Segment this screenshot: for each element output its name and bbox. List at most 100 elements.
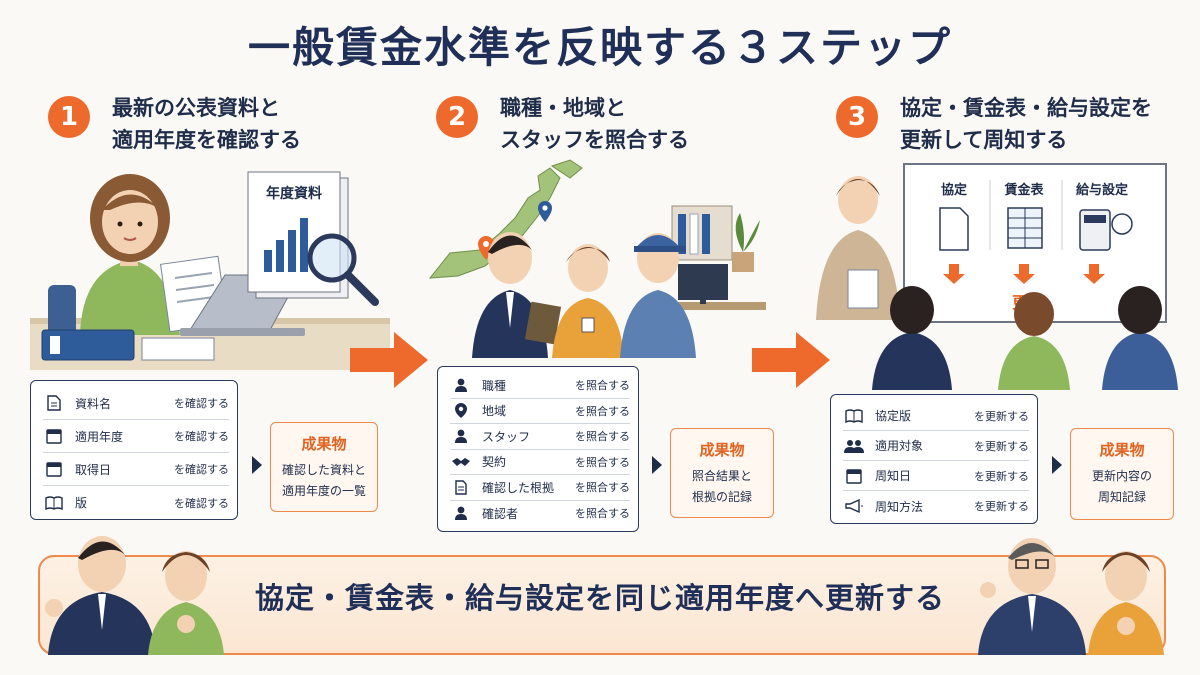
- item-name: 取得日: [75, 462, 112, 477]
- result-title: 成果物: [301, 435, 347, 453]
- arrow-right-icon: [752, 332, 830, 388]
- result-line2: 根拠の記録: [691, 490, 752, 504]
- item-name: 資料名: [75, 396, 112, 411]
- book-icon: [43, 494, 65, 512]
- item-name: 周知方法: [875, 499, 924, 514]
- board-col1: 協定: [941, 182, 967, 198]
- step-2-heading-line2: スタッフを照合する: [500, 128, 689, 152]
- map-pin-icon: [450, 402, 472, 420]
- step-2-illustration: [428, 159, 766, 358]
- item-name: 確認者: [482, 506, 519, 521]
- item-action: を確認する: [174, 397, 229, 410]
- item-action: を照合する: [575, 507, 630, 521]
- page-title: 一般賃金水準を反映する３ステップ: [247, 23, 952, 72]
- item-name: 周知日: [875, 469, 912, 483]
- item-action: を照合する: [575, 430, 630, 444]
- doc-label: 年度資料: [266, 185, 322, 202]
- item-action: を更新する: [974, 500, 1029, 513]
- item-action: を照合する: [575, 404, 630, 418]
- chevron-right-icon: [652, 456, 662, 474]
- item-name: 適用対象: [875, 439, 924, 453]
- step-2-heading: 2 職種・地域と スタッフを照合する: [436, 92, 689, 156]
- result-line1: 確認した資料と: [281, 463, 366, 477]
- banner-people-right: [978, 538, 1164, 655]
- banner-people-left: [45, 536, 224, 655]
- step-1-number: 1: [48, 96, 90, 138]
- list-item: 確認者 を照合する: [450, 501, 630, 527]
- document-icon: [939, 207, 969, 251]
- megaphone-icon: [843, 497, 865, 515]
- list-item: 協定版 を更新する: [843, 401, 1029, 431]
- document-icon: [450, 478, 472, 496]
- result-line1: 照合結果と: [691, 469, 752, 483]
- item-name: 地域: [482, 404, 507, 419]
- list-item: スタッフ を照合する: [450, 424, 630, 450]
- step-2-result: 成果物 照合結果と 根拠の記録: [670, 428, 774, 518]
- list-item: 契約 を照合する: [450, 450, 630, 475]
- step-1-heading-line1: 最新の公表資料と: [112, 96, 280, 120]
- step-2-number: 2: [436, 96, 478, 138]
- step-1-heading-line2: 適用年度を確認する: [112, 128, 301, 152]
- step-3-illustration: 協定 賃金表 給与設定 更新: [816, 163, 1178, 390]
- list-item: 適用対象 を更新する: [843, 431, 1029, 461]
- group-icon: [843, 437, 865, 455]
- item-action: を照合する: [575, 379, 630, 393]
- chevron-right-icon: [1052, 456, 1062, 474]
- list-item: 確認した根拠 を照合する: [450, 475, 630, 501]
- board-col2: 賃金表: [1003, 182, 1044, 198]
- item-name: 協定版: [875, 409, 912, 423]
- item-action: を更新する: [974, 469, 1029, 483]
- calendar-icon: [843, 467, 865, 485]
- handshake-icon: [450, 453, 472, 471]
- result-title: 成果物: [1099, 441, 1145, 459]
- step-2-checklist: 職種 を照合する 地域 を照合する スタッフ を照合する 契約 を照合する 確認…: [437, 366, 639, 532]
- item-name: 契約: [482, 455, 507, 470]
- step-3-result: 成果物 更新内容の 周知記録: [1070, 428, 1174, 520]
- item-action: を更新する: [974, 409, 1029, 423]
- item-name: 適用年度: [75, 429, 124, 444]
- document-icon: [43, 394, 65, 412]
- list-item: 周知方法 を更新する: [843, 491, 1029, 521]
- item-action: を更新する: [974, 439, 1029, 453]
- list-item: 資料名 を確認する: [43, 387, 229, 420]
- person-icon: [450, 504, 472, 522]
- item-action: を確認する: [174, 463, 229, 476]
- step-3-number: 3: [836, 96, 878, 138]
- board-col3: 給与設定: [1076, 182, 1128, 198]
- item-action: を確認する: [174, 430, 229, 443]
- item-name: 版: [75, 496, 88, 510]
- step-3-checklist: 協定版 を更新する 適用対象 を更新する 周知日 を更新する 周知方法 を更新す…: [830, 394, 1038, 524]
- banner-text: 協定・賃金表・給与設定を同じ適用年度へ更新する: [254, 581, 945, 615]
- calendar-icon: [43, 427, 65, 445]
- book-icon: [843, 407, 865, 425]
- step-3-heading-line2: 更新して周知する: [900, 128, 1068, 152]
- chevron-right-icon: [252, 456, 262, 474]
- item-name: 職種: [482, 378, 507, 393]
- step-3-heading: 3 協定・賃金表・給与設定を 更新して周知する: [836, 92, 1152, 156]
- result-line2: 適用年度の一覧: [281, 484, 366, 498]
- list-item: 職種 を照合する: [450, 373, 630, 399]
- result-line2: 周知記録: [1097, 490, 1146, 504]
- item-name: スタッフ: [482, 429, 531, 444]
- step-1-result: 成果物 確認した資料と 適用年度の一覧: [270, 422, 378, 512]
- step-1-illustration: 年度資料: [30, 171, 390, 370]
- step-1-checklist: 資料名 を確認する 適用年度 を確認する 取得日 を確認する 版 を確認する: [30, 380, 238, 520]
- list-item: 地域 を照合する: [450, 399, 630, 424]
- item-action: を照合する: [575, 455, 630, 469]
- step-2-heading-line1: 職種・地域と: [500, 96, 626, 120]
- item-action: を照合する: [575, 481, 630, 495]
- step-1-heading: 1 最新の公表資料と 適用年度を確認する: [48, 92, 301, 156]
- result-title: 成果物: [699, 441, 745, 459]
- person-icon: [450, 376, 472, 394]
- arrow-right-icon: [350, 332, 428, 388]
- item-name: 確認した根拠: [482, 480, 555, 495]
- list-item: 周知日 を更新する: [843, 461, 1029, 491]
- person-icon: [450, 427, 472, 445]
- list-item: 取得日 を確認する: [43, 453, 229, 486]
- list-item: 版 を確認する: [43, 486, 229, 519]
- step-3-heading-line1: 協定・賃金表・給与設定を: [900, 96, 1152, 120]
- calendar-icon: [43, 460, 65, 478]
- summary-banner: [38, 555, 1166, 655]
- result-line1: 更新内容の: [1091, 469, 1152, 483]
- item-action: を確認する: [174, 496, 229, 510]
